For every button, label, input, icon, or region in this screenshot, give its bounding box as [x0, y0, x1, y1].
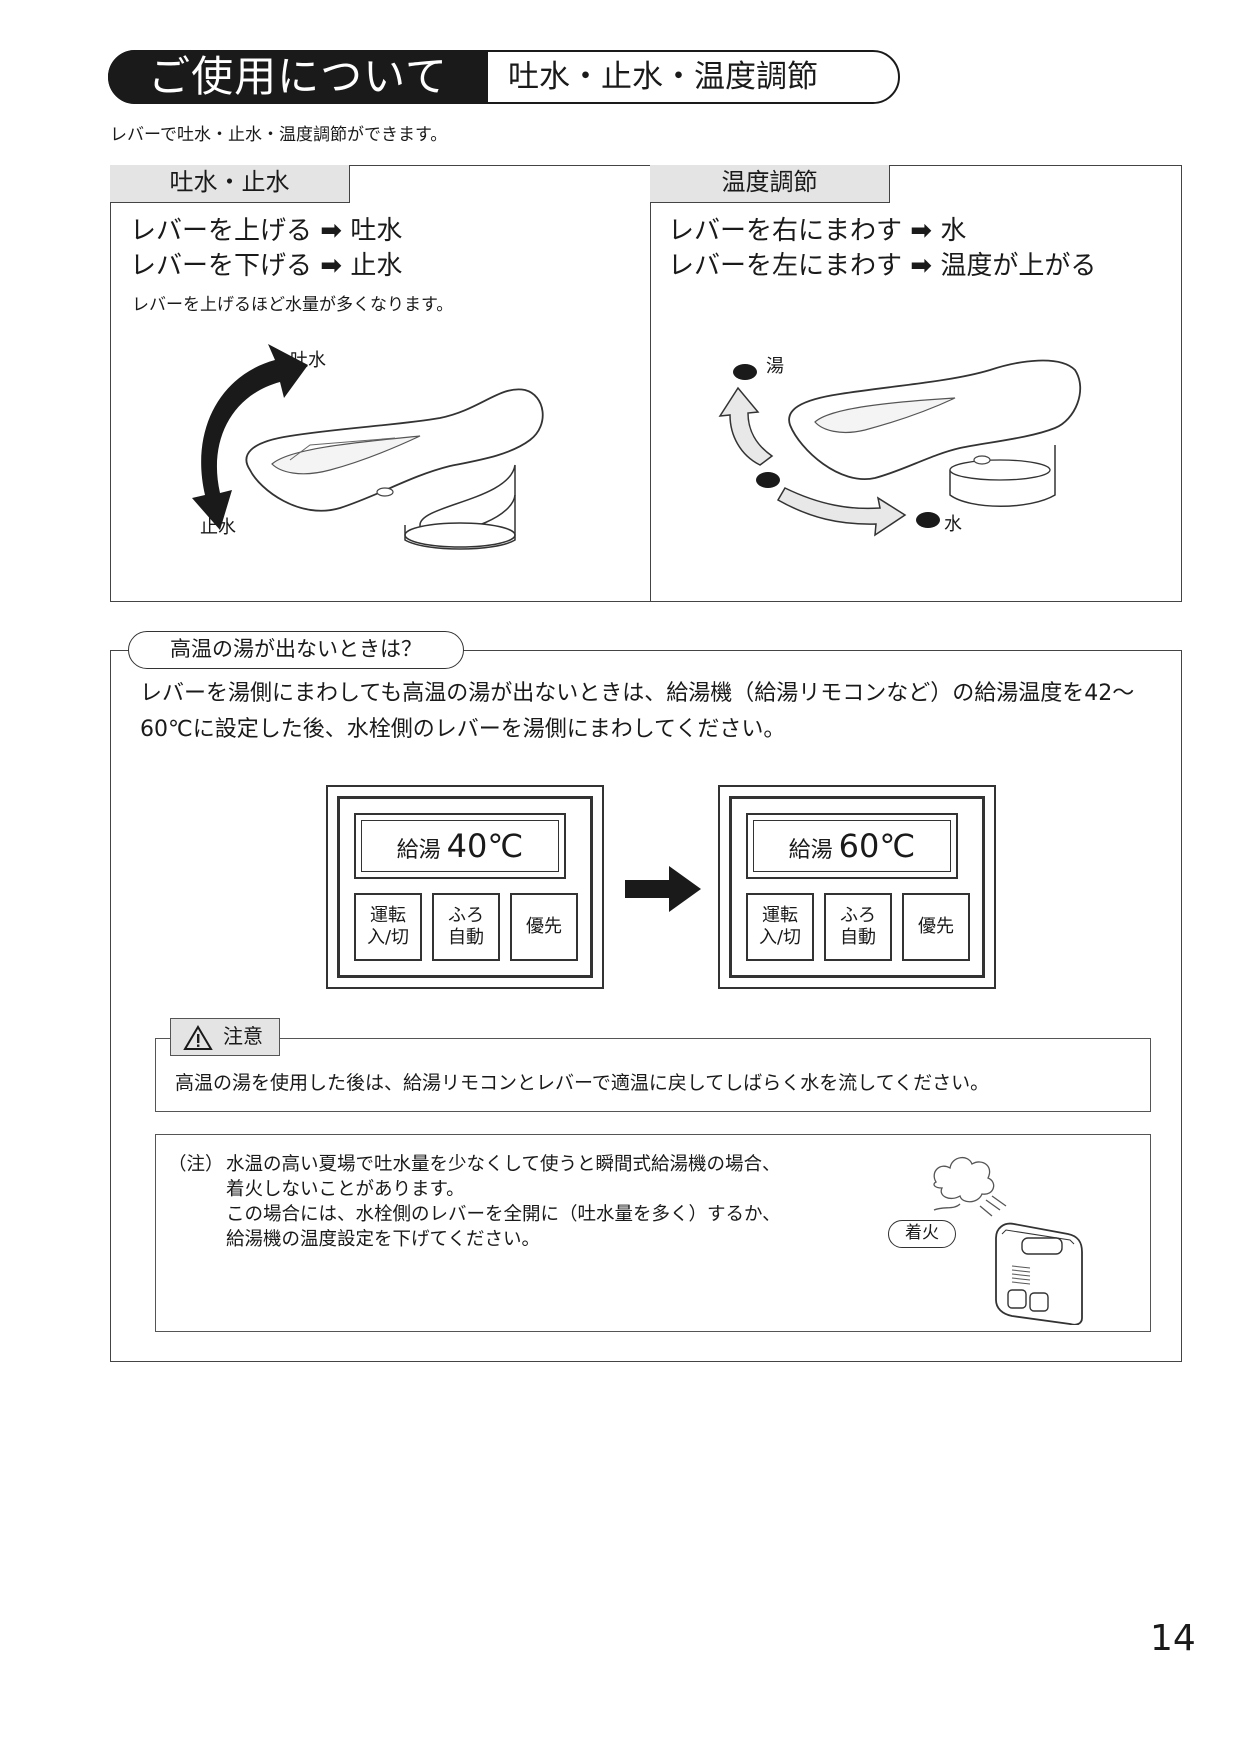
- note-line-4: 給湯機の温度設定を下げてください。: [226, 1229, 540, 1250]
- arrow-right-icon: ➡: [910, 216, 933, 246]
- ignition-badge: 着火: [888, 1220, 956, 1248]
- caution-tab: 注意: [170, 1018, 280, 1056]
- arrow-right-icon: ➡: [910, 251, 933, 281]
- warning-triangle-icon: [183, 1025, 213, 1050]
- label-hot: 湯: [766, 356, 784, 377]
- bath-button-label-2: 自動: [448, 927, 484, 948]
- temp-line-1-result: 水: [940, 216, 967, 246]
- note-prefix: （注）: [168, 1154, 224, 1175]
- note-line-1: 水温の高い夏場で吐水量を少なくして使うと瞬間式給湯機の場合、: [226, 1154, 781, 1175]
- power-button-label-2: 入/切: [758, 927, 802, 948]
- remote-after-priority-button[interactable]: 優先: [902, 893, 970, 961]
- flow-panel-tab: 吐水・止水: [110, 165, 350, 203]
- temp-line-2-result: 温度が上がる: [940, 251, 1097, 281]
- caution-box: [155, 1038, 1151, 1112]
- page-subtitle: 吐水・止水・温度調節: [508, 59, 818, 95]
- flow-line-2-action: レバーを下げる: [130, 251, 313, 281]
- bath-button-label-1: ふろ: [840, 905, 876, 926]
- remote-before-bath-auto-button[interactable]: ふろ 自動: [432, 893, 500, 961]
- temp-line-1-action: レバーを右にまわす: [668, 216, 903, 246]
- label-cold: 水: [944, 514, 962, 535]
- remote-after-bath-auto-button[interactable]: ふろ 自動: [824, 893, 892, 961]
- note-line-3: この場合には、水栓側のレバーを全開に（吐水量を多く）するか、: [226, 1204, 781, 1225]
- page-number: 14: [1150, 1618, 1196, 1659]
- remote-before-temperature: 40℃: [446, 827, 524, 865]
- flow-line-1-action: レバーを上げる: [130, 216, 313, 246]
- page-title: ご使用について: [108, 50, 488, 104]
- faucet-lever-rotate-illustration: [718, 359, 1081, 537]
- flow-line-2-result: 止水: [350, 251, 403, 281]
- hot-water-section-title: 高温の湯が出ないときは？: [128, 631, 464, 669]
- power-button-label-2: 入/切: [366, 927, 410, 948]
- temp-line-1: レバーを右にまわす ➡ 水: [668, 214, 966, 248]
- hot-water-section: [110, 650, 1182, 1362]
- note-box: [155, 1134, 1151, 1332]
- flow-line-1: レバーを上げる ➡ 吐水: [130, 214, 402, 248]
- intro-text: レバーで吐水・止水・温度調節ができます。: [110, 125, 448, 145]
- arrow-right-icon: ➡: [320, 216, 343, 246]
- remote-after-power-button[interactable]: 運転 入/切: [746, 893, 814, 961]
- flow-note: レバーを上げるほど水量が多くなります。: [132, 295, 454, 315]
- remote-after-temperature: 60℃: [838, 827, 916, 865]
- temperature-panel-tab: 温度調節: [650, 165, 890, 203]
- label-spout-off: 止水: [200, 517, 236, 538]
- flow-line-2: レバーを下げる ➡ 止水: [130, 249, 402, 283]
- hot-water-instructions: レバーを湯側にまわしても高温の湯が出ないときは、給湯機（給湯リモコンなど）の給湯…: [140, 681, 1135, 742]
- caution-label: 注意: [223, 1024, 263, 1048]
- temp-line-2: レバーを左にまわす ➡ 温度が上がる: [668, 249, 1096, 283]
- remote-before-display-label: 給湯: [396, 838, 441, 863]
- remote-before-priority-button[interactable]: 優先: [510, 893, 578, 961]
- arrow-right-icon: ➡: [320, 251, 343, 281]
- arrow-right-icon: [625, 866, 701, 912]
- bath-button-label-2: 自動: [840, 927, 876, 948]
- note-line-2: 着火しないことがあります。: [226, 1179, 465, 1200]
- caution-text: 高温の湯を使用した後は、給湯リモコンとレバーで適温に戻してしばらく水を流してくだ…: [175, 1072, 990, 1094]
- bath-button-label-1: ふろ: [448, 905, 484, 926]
- temp-line-2-action: レバーを左にまわす: [668, 251, 903, 281]
- power-button-label-1: 運転: [762, 905, 798, 926]
- priority-button-label: 優先: [918, 916, 954, 937]
- power-button-label-1: 運転: [370, 905, 406, 926]
- remote-before-power-button[interactable]: 運転 入/切: [354, 893, 422, 961]
- flow-panel: [110, 165, 651, 602]
- water-heater-illustration: [933, 1157, 1083, 1325]
- flow-line-1-result: 吐水: [350, 216, 403, 246]
- faucet-lever-up-down-illustration: [192, 344, 544, 550]
- label-spout-on: 吐水: [290, 350, 326, 371]
- remote-after-display-label: 給湯: [788, 838, 833, 863]
- priority-button-label: 優先: [526, 916, 562, 937]
